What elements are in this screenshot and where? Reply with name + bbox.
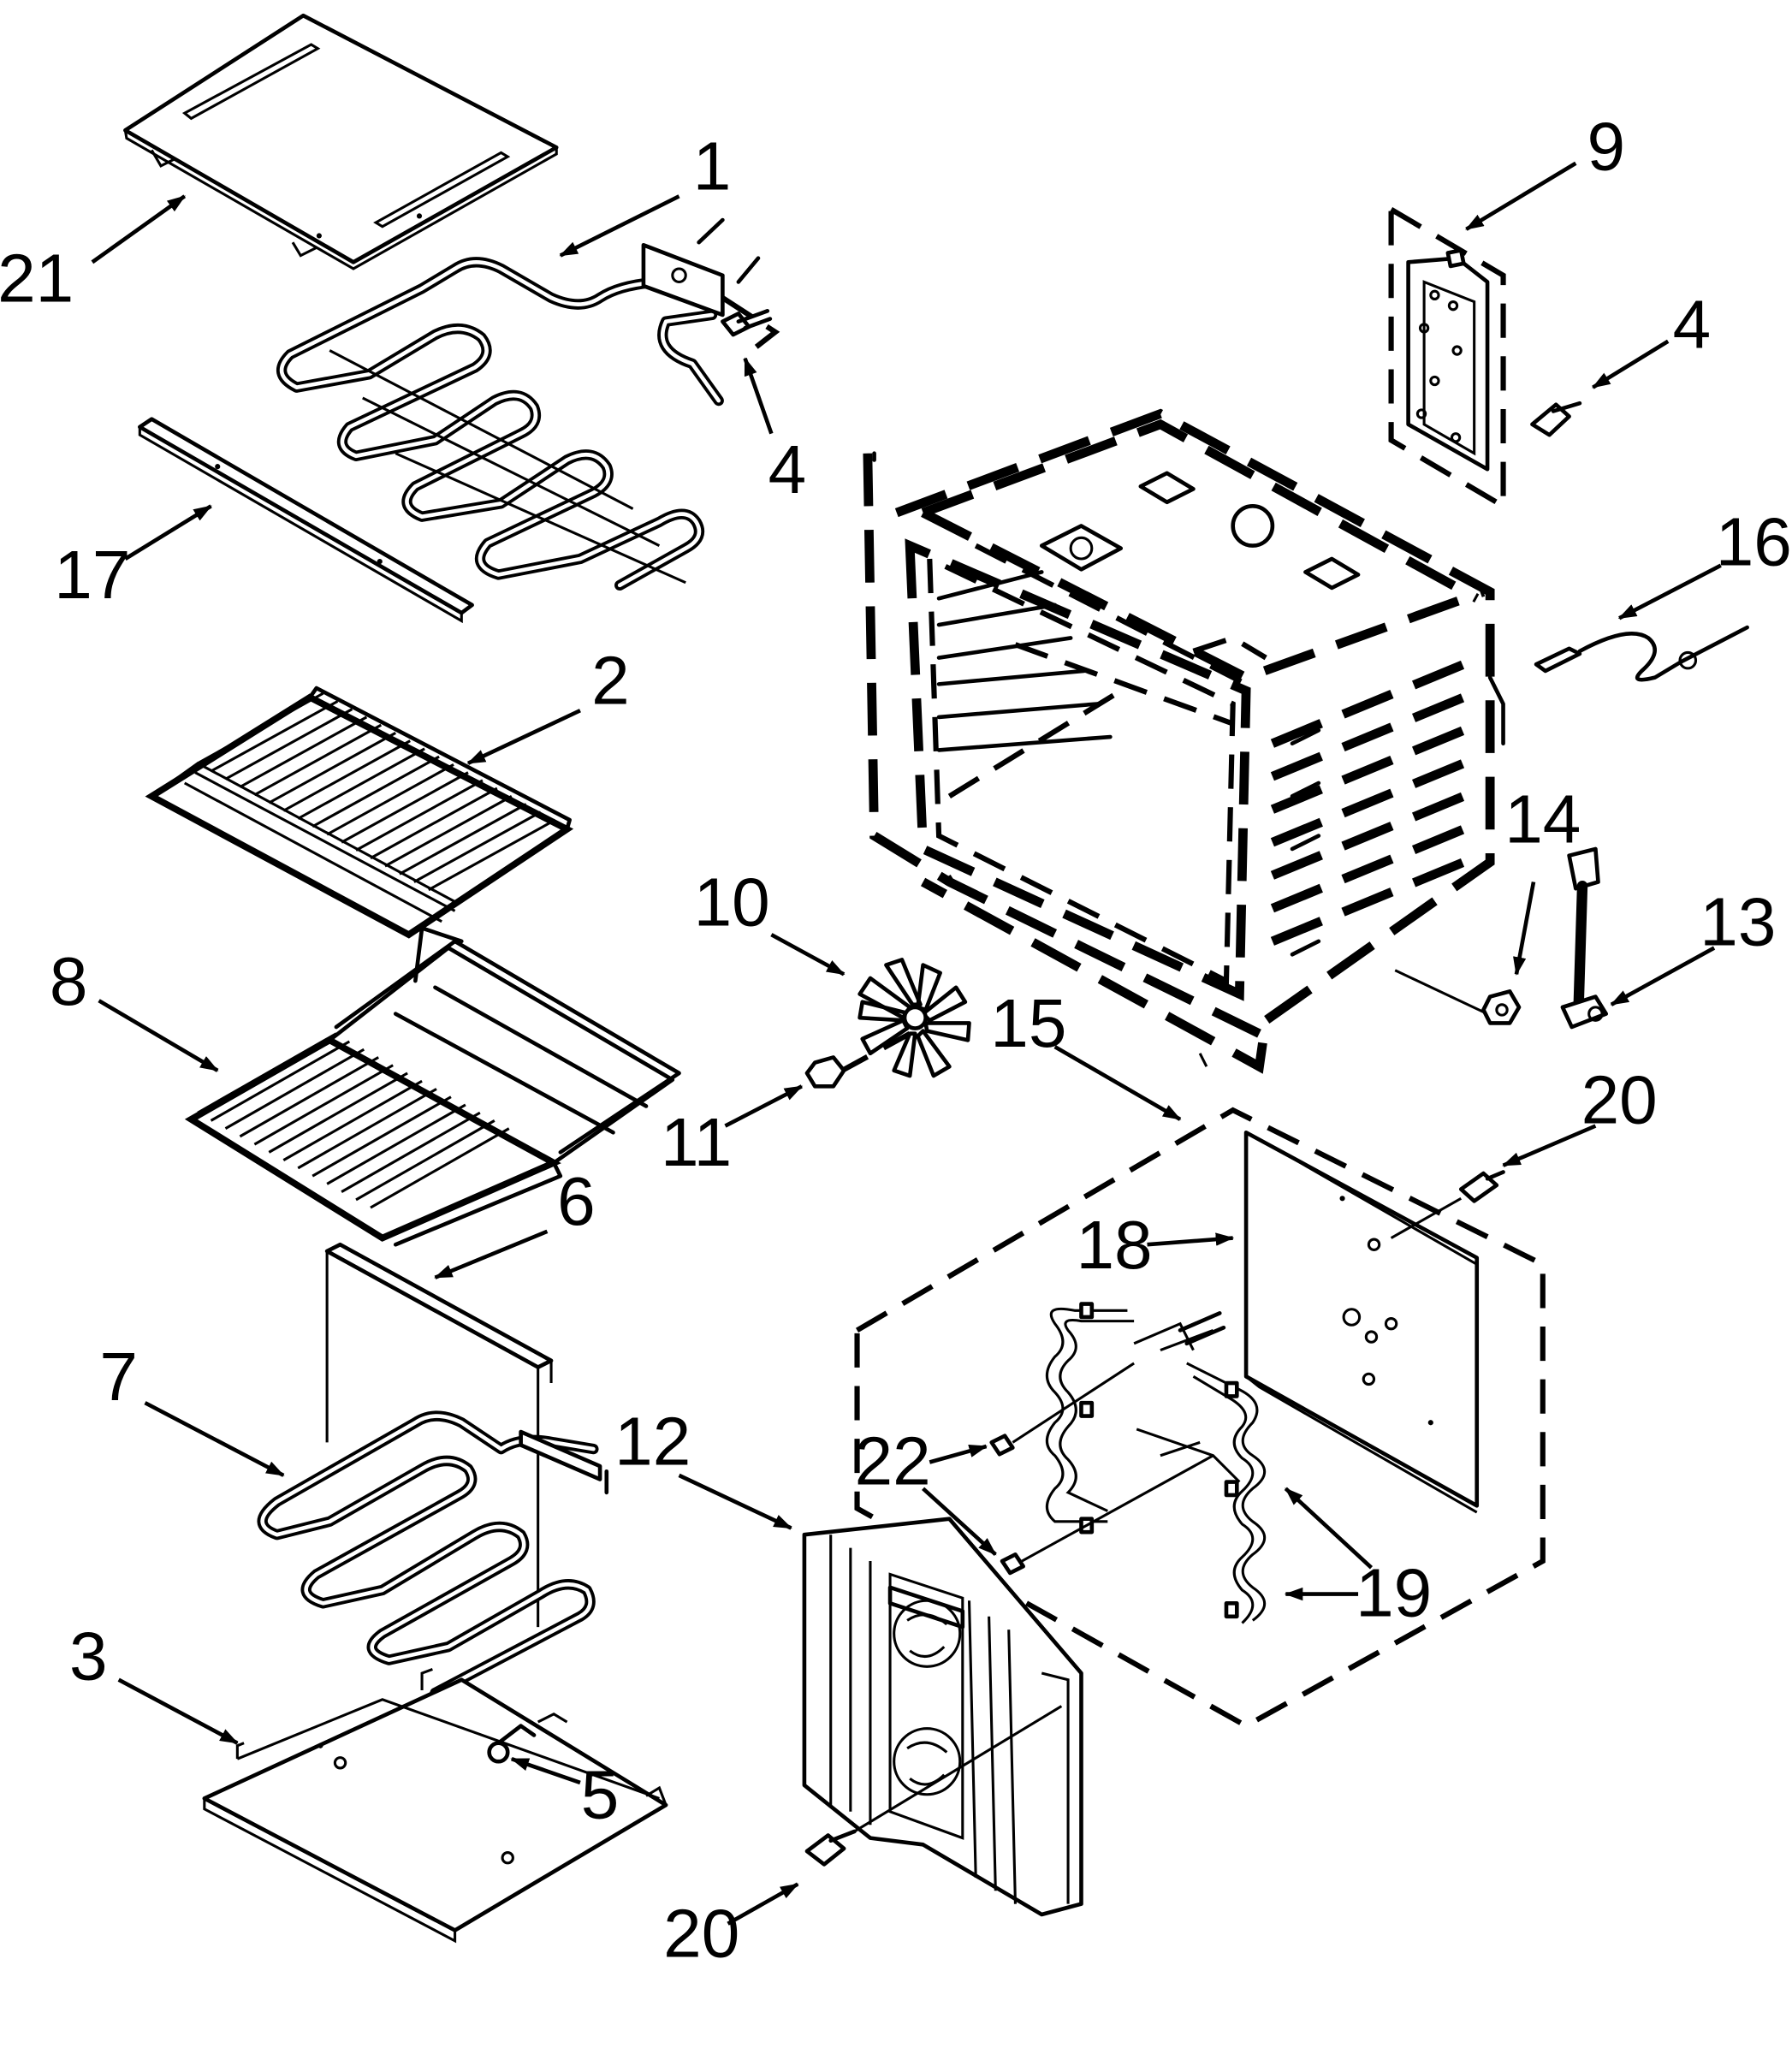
arrow-7 [144, 1401, 285, 1477]
arrow-16 [1617, 563, 1722, 620]
label-part-16: 16 [1716, 503, 1792, 580]
arrow-4a [743, 357, 774, 435]
label-part-8: 8 [50, 942, 88, 1019]
arrow-8 [98, 999, 219, 1072]
part-5-bake-terminal [487, 1724, 537, 1764]
part-20-screw-lower [804, 1705, 1063, 1867]
label-part-1: 1 [693, 128, 732, 205]
arrow-3 [117, 1677, 239, 1745]
oven-cavity [863, 408, 1505, 1074]
arrow-18 [1147, 1232, 1235, 1247]
arrow-22a [929, 1444, 988, 1464]
part-22-screws [989, 1362, 1214, 1576]
arrow-11 [724, 1084, 804, 1128]
arrow-14 [1513, 882, 1536, 976]
part-2-oven-rack [145, 686, 574, 939]
label-part-5: 5 [581, 1756, 620, 1833]
part-12-rear-fan-shroud [802, 1517, 1083, 1917]
part-13-temperature-sensor [1560, 846, 1609, 1030]
arrow-5 [510, 1756, 581, 1785]
label-part-17: 17 [54, 536, 130, 613]
part-4-screw-top [721, 309, 773, 337]
label-part-19: 19 [1356, 1554, 1432, 1631]
part-11-fan-nut [804, 1030, 911, 1089]
arrow-6 [434, 1229, 549, 1279]
part-10-convection-fan-blade [857, 958, 971, 1078]
label-part-21: 21 [0, 240, 74, 317]
arrow-20a [1502, 1124, 1597, 1167]
label-part-6: 6 [557, 1162, 596, 1239]
part-17-bracket [138, 417, 474, 624]
label-part-12: 12 [614, 1403, 691, 1480]
part-8-rollout-rack [184, 926, 681, 1247]
arrow-19a [1284, 1487, 1374, 1570]
part-20-screw-upper [1390, 1170, 1505, 1239]
arrow-22b [922, 1487, 997, 1557]
label-part-4-top: 4 [768, 430, 807, 508]
label-part-4-board: 4 [1673, 285, 1712, 362]
label-part-15: 15 [990, 984, 1066, 1061]
part-number-labels: 1 2 3 4 4 5 6 7 8 9 10 11 12 13 14 15 16… [0, 107, 1792, 1971]
arrow-17 [124, 504, 212, 561]
part-7-bake-element [257, 1410, 609, 1699]
arrow-13 [1610, 946, 1716, 1006]
arrow-4b [1592, 339, 1670, 389]
label-part-14: 14 [1504, 780, 1581, 857]
arrow-1 [559, 194, 680, 258]
callout-arrows [91, 161, 1722, 1926]
label-part-11: 11 [661, 1103, 732, 1180]
part-9-control-board [1388, 205, 1506, 511]
part-14-nut [1394, 969, 1522, 1025]
arrow-20b [727, 1882, 799, 1926]
label-part-18: 18 [1076, 1206, 1152, 1283]
arrow-9 [1465, 161, 1577, 231]
label-part-20-lower: 20 [663, 1894, 739, 1971]
label-part-20-upper: 20 [1581, 1060, 1658, 1137]
arrow-2 [466, 709, 581, 765]
arrow-10 [770, 933, 846, 977]
arrow-15 [1053, 1045, 1182, 1121]
part-4-screw-board [1530, 401, 1582, 437]
part-3-bottom-panel [202, 1667, 668, 1944]
part-1-broil-element [276, 217, 780, 591]
label-part-13: 13 [1700, 882, 1776, 959]
label-part-7: 7 [99, 1338, 138, 1415]
label-part-2: 2 [591, 641, 630, 718]
arrow-21 [91, 194, 187, 264]
label-part-3: 3 [69, 1618, 108, 1695]
part-18-convection-cover [1243, 1130, 1480, 1514]
part-19-convection-element [1045, 1302, 1267, 1624]
part-15-convection-assembly [854, 1107, 1546, 1730]
label-part-22: 22 [855, 1422, 931, 1499]
part-6-rear-panel [324, 1242, 554, 1628]
part-21-top-panel [123, 13, 559, 270]
arrow-12 [678, 1473, 792, 1530]
part-16-meat-probe [1534, 625, 1749, 682]
label-part-10: 10 [694, 863, 770, 940]
label-part-9: 9 [1587, 107, 1625, 184]
